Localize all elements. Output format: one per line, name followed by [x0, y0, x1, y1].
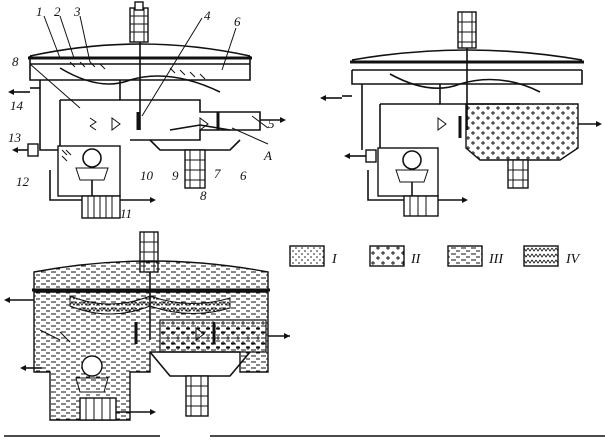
- legend-label-II: II: [410, 252, 422, 267]
- callout-1: 1: [36, 4, 43, 19]
- legend-swatch-plus: [369, 245, 405, 267]
- legend-label-III: III: [488, 252, 504, 267]
- legend-item-I: I: [289, 245, 338, 267]
- callout-3: 3: [73, 4, 81, 19]
- callout-11: 11: [120, 206, 132, 221]
- legend-swatch-dots: [289, 245, 325, 267]
- callout-2: 2: [54, 4, 61, 19]
- regulator-diagram-state-3: [4, 231, 605, 437]
- legend-item-III: III: [447, 245, 504, 267]
- legend-swatch-waves: [523, 245, 559, 267]
- callout-6a: 6: [234, 14, 241, 29]
- callout-12: 12: [16, 174, 30, 189]
- callout-14: 14: [10, 98, 24, 113]
- callout-8b: 8: [200, 188, 207, 203]
- callout-6b: 6: [240, 168, 247, 183]
- legend-item-IV: IV: [523, 245, 581, 267]
- regulator-diagram-state-2: [320, 11, 602, 217]
- callout-5: 5: [268, 116, 275, 131]
- legend: I II III IV: [289, 245, 581, 267]
- callout-4: 4: [204, 8, 211, 23]
- callout-13: 13: [8, 130, 22, 145]
- legend-swatch-dashes: [447, 245, 483, 267]
- legend-item-II: II: [369, 245, 422, 267]
- callout-7: 7: [214, 166, 221, 181]
- callout-10: 10: [140, 168, 154, 183]
- legend-label-IV: IV: [565, 252, 581, 267]
- regulator-diagram-state-1: 1 2 3 4 6 8 5 A 14 13 12 11 10 9 7 6 8: [8, 1, 286, 221]
- callout-8a: 8: [12, 54, 19, 69]
- callout-A: A: [263, 148, 272, 163]
- callout-9: 9: [172, 168, 179, 183]
- legend-label-I: I: [331, 252, 338, 267]
